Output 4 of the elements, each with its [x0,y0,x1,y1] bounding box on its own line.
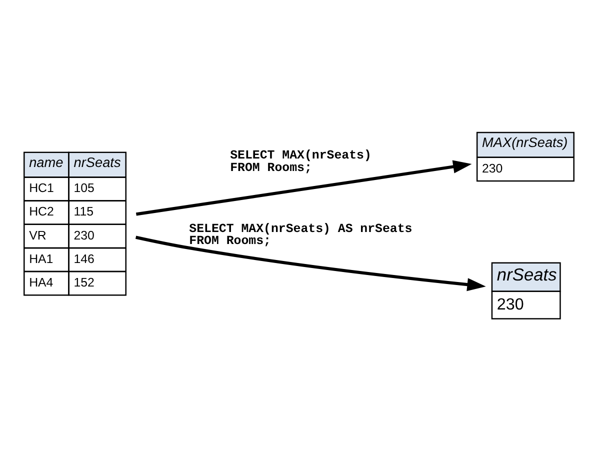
arrow [136,160,472,216]
edge-label: SELECT MAX(nrSeats) AS nrSeats FROM Rooms; [189,221,412,248]
arrow [136,235,486,291]
edge-label: SELECT MAX(nrSeats) FROM Rooms; [230,148,372,175]
